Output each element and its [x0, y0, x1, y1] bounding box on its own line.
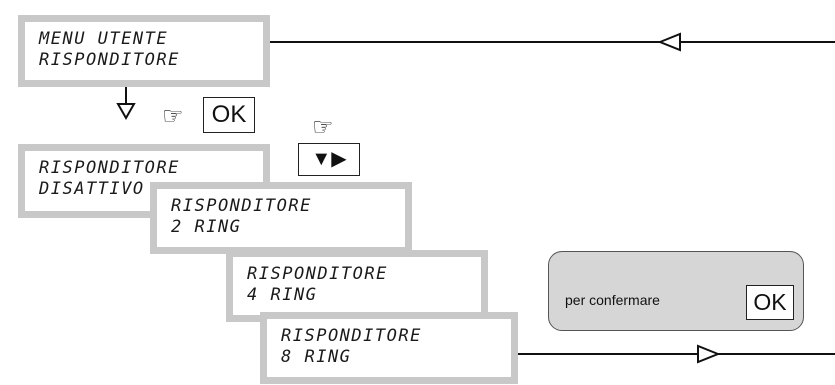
lcd-line-2: 2 RING: [171, 217, 242, 237]
lcd-line-2: 4 RING: [247, 285, 318, 305]
return-arrow-left: [657, 32, 681, 52]
lcd-line-1: RISPONDITORE: [171, 196, 312, 216]
arrow-keys[interactable]: ▼▶: [298, 143, 360, 176]
lcd-line-1: MENU UTENTE: [39, 29, 169, 49]
lcd-screen-8-ring: RISPONDITORE 8 RING: [260, 312, 518, 384]
ok-key[interactable]: OK: [203, 97, 255, 133]
confirm-ok-key[interactable]: OK: [746, 285, 794, 320]
lcd-line-2: DISATTIVO: [39, 179, 145, 199]
lcd-screen-menu-utente: MENU UTENTE RISPONDITORE: [18, 15, 270, 87]
lcd-line-2: 8 RING: [281, 347, 352, 367]
down-arrow-head: [116, 103, 136, 121]
lcd-screen-2-ring: RISPONDITORE 2 RING: [150, 182, 412, 254]
lcd-line-1: RISPONDITORE: [281, 326, 422, 346]
pointing-hand-icon: ☞: [162, 102, 184, 130]
confirm-panel: per confermare OK: [548, 251, 804, 331]
exit-arrow-right: [697, 344, 721, 364]
lcd-line-2: RISPONDITORE: [39, 50, 180, 70]
pointing-hand-icon: ☞: [312, 113, 334, 141]
lcd-line-1: RISPONDITORE: [247, 264, 388, 284]
lcd-line-1: RISPONDITORE: [39, 158, 180, 178]
confirm-label: per confermare: [565, 292, 660, 308]
